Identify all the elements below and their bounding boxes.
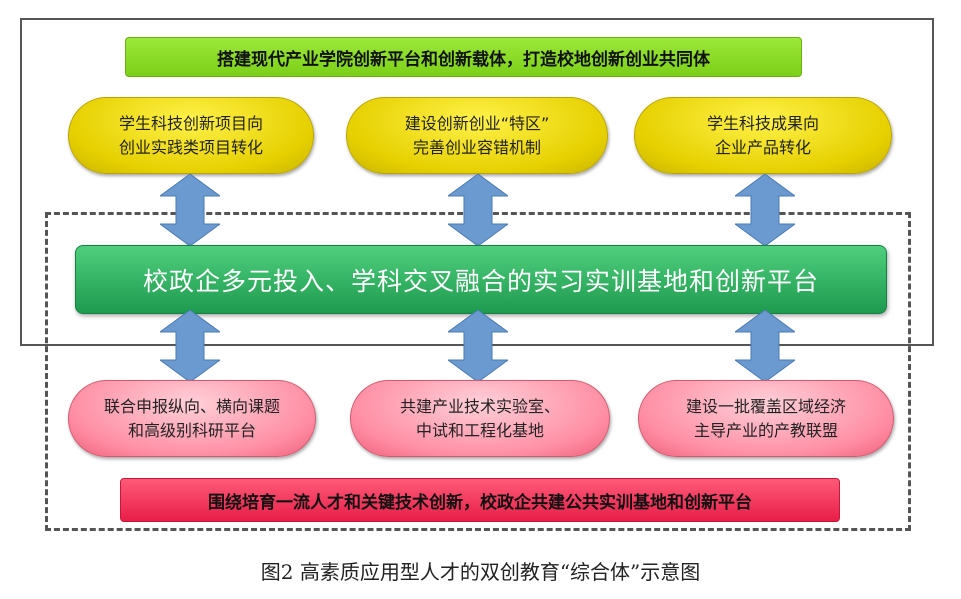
double-arrow-icon [448,174,508,246]
yellow-item-1: 学生科技创新项目向 创业实践类项目转化 [68,97,314,174]
pink-item-2: 共建产业技术实验室、 中试和工程化基地 [350,380,610,457]
pink-item-2-line2: 中试和工程化基地 [415,420,544,440]
double-arrow-icon [735,174,795,246]
top-banner: 搭建现代产业学院创新平台和创新载体，打造校地创新创业共同体 [125,37,802,77]
center-platform: 校政企多元投入、学科交叉融合的实习实训基地和创新平台 [75,245,887,314]
figure-caption: 图2 高素质应用型人才的双创教育“综合体”示意图 [260,560,701,584]
yellow-item-1-line1: 学生科技创新项目向 [118,113,263,133]
yellow-item-1-line2: 创业实践类项目转化 [118,137,263,157]
yellow-item-2-line1: 建设创新创业“特区” [404,113,550,133]
yellow-item-3: 学生科技成果向 企业产品转化 [634,97,892,174]
yellow-item-3-line1: 学生科技成果向 [706,113,819,133]
yellow-item-3-line2: 企业产品转化 [714,137,811,157]
pink-item-3: 建设一批覆盖区域经济 主导产业的产教联盟 [638,380,894,457]
pink-item-2-line1: 共建产业技术实验室、 [399,396,560,416]
pink-item-3-line2: 主导产业的产教联盟 [693,420,838,440]
yellow-item-2: 建设创新创业“特区” 完善创业容错机制 [346,97,608,174]
double-arrow-icon [160,174,220,246]
pink-item-1-line2: 和高级别科研平台 [127,420,256,440]
pink-item-1: 联合申报纵向、横向课题 和高级别科研平台 [68,380,316,457]
pink-item-3-line1: 建设一批覆盖区域经济 [685,396,846,416]
double-arrow-icon [160,310,220,382]
bottom-banner: 围绕培育一流人才和关键技术创新，校政企共建公共实训基地和创新平台 [120,478,840,522]
yellow-item-2-line2: 完善创业容错机制 [412,137,541,157]
double-arrow-icon [735,310,795,382]
double-arrow-icon [448,310,508,382]
pink-item-1-line1: 联合申报纵向、横向课题 [103,396,280,416]
